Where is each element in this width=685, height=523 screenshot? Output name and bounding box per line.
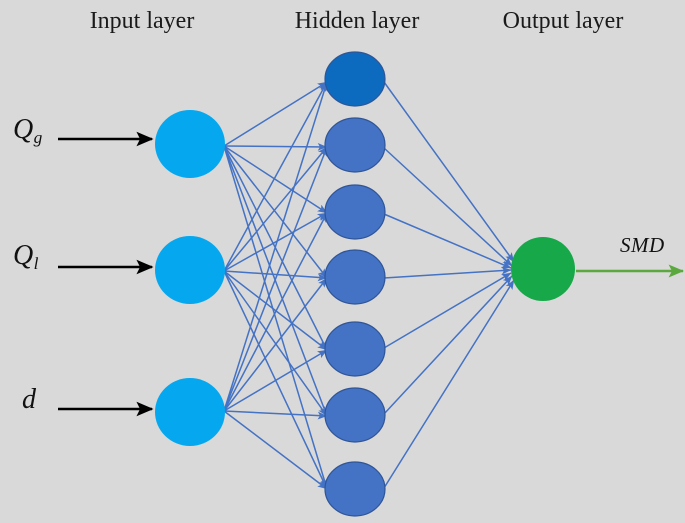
layer-title-input: Input layer: [89, 8, 195, 34]
hidden-node-2[interactable]: [324, 117, 386, 173]
hidden-node-6[interactable]: [324, 387, 386, 443]
input-label-d-symbol: d: [22, 384, 36, 415]
input-node-2[interactable]: [155, 236, 225, 304]
output-label-smd: SMD: [620, 233, 665, 257]
hidden-node-5[interactable]: [324, 321, 386, 377]
hidden-node-1[interactable]: [324, 51, 386, 107]
input-node-1[interactable]: [155, 110, 225, 178]
input-label-ql-subscript: l: [33, 254, 39, 274]
input-label-ql-symbol: Q: [13, 240, 34, 271]
input-label-d: d: [22, 384, 36, 416]
edges-hidden-output: [383, 81, 515, 489]
edges-input-hidden: [223, 81, 329, 490]
output-node-1[interactable]: [511, 237, 575, 301]
input-layer-nodes: [155, 110, 225, 446]
hidden-node-4[interactable]: [324, 249, 386, 305]
input-label-qg-subscript: g: [33, 128, 43, 148]
hidden-layer-nodes: [324, 51, 386, 517]
layer-title-hidden: Hidden layer: [294, 8, 420, 34]
hidden-node-3[interactable]: [324, 184, 386, 240]
input-label-qg: Qg: [13, 114, 43, 148]
input-arrows: [58, 131, 154, 417]
input-node-3[interactable]: [155, 378, 225, 446]
layer-title-output: Output layer: [502, 8, 624, 34]
output-layer-nodes: [511, 237, 575, 301]
hidden-node-7[interactable]: [324, 461, 386, 517]
input-label-qg-symbol: Q: [13, 114, 34, 145]
input-label-ql: Ql: [13, 240, 39, 274]
